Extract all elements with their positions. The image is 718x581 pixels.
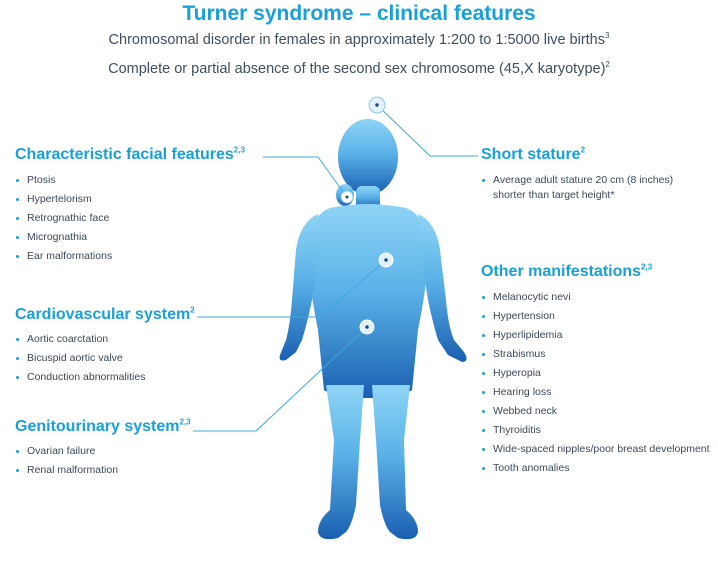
subtitle-prevalence: Chromosomal disorder in females in appro… (108, 31, 610, 48)
list-item: Renal malformation (16, 463, 118, 482)
list-item: Thyroiditis (482, 423, 710, 442)
connector-genito (193, 326, 368, 432)
list-item: Melanocytic nevi (482, 290, 710, 309)
list-item: Ptosis (16, 173, 112, 192)
list-item: Wide-spaced nipples/poor breast developm… (482, 442, 710, 461)
genitourinary-list: Ovarian failure Renal malformation (16, 444, 118, 482)
list-item: Tooth anomalies (482, 461, 710, 480)
short-stature-heading: Short stature2 (481, 145, 586, 163)
marker-dots (340, 96, 394, 335)
list-item: Ear malformations (16, 249, 112, 268)
cardiovascular-heading: Cardiovascular system2 (15, 305, 195, 323)
list-item: Hearing loss (482, 385, 710, 404)
reference-superscript: 2,3 (641, 262, 653, 272)
list-item: Hyperopia (482, 366, 710, 385)
list-item: Hyperlipidemia (482, 328, 710, 347)
reference-superscript: 2 (190, 305, 195, 315)
connector-short-stature (376, 104, 478, 157)
short-stature-list: Average adult stature 20 cm (8 inches) s… (482, 173, 692, 207)
reference-superscript: 2,3 (233, 145, 245, 155)
list-item: Ovarian failure (16, 444, 118, 463)
subtitle-karyotype: Complete or partial absence of the secon… (108, 60, 610, 77)
other-manifestations-list: Melanocytic nevi Hypertension Hyperlipid… (482, 290, 710, 480)
list-item: Conduction abnormalities (16, 370, 145, 389)
list-item: Webbed neck (482, 404, 710, 423)
list-item: Hypertelorism (16, 192, 112, 211)
list-item: Strabismus (482, 347, 710, 366)
connector-cardio (197, 259, 387, 318)
connector-facial (263, 156, 347, 197)
facial-features-list: Ptosis Hypertelorism Retrognathic face M… (16, 173, 112, 268)
other-manifestations-heading: Other manifestations2,3 (481, 262, 653, 280)
reference-superscript: 3 (605, 31, 610, 41)
genitourinary-heading: Genitourinary system2,3 (15, 417, 191, 435)
child-silhouette (279, 119, 467, 540)
cardiovascular-list: Aortic coarctation Bicuspid aortic valve… (16, 332, 145, 389)
facial-features-heading: Characteristic facial features2,3 (15, 145, 245, 163)
list-item: Bicuspid aortic valve (16, 351, 145, 370)
reference-superscript: 2 (605, 60, 610, 70)
list-item: Hypertension (482, 309, 710, 328)
page-title: Turner syndrome – clinical features (182, 2, 536, 25)
reference-superscript: 2,3 (179, 417, 191, 427)
list-item: Aortic coarctation (16, 332, 145, 351)
list-item: Micrognathia (16, 230, 112, 249)
reference-superscript: 2 (580, 145, 586, 155)
list-item: Average adult stature 20 cm (8 inches) s… (482, 173, 692, 203)
list-item: Retrognathic face (16, 211, 112, 230)
